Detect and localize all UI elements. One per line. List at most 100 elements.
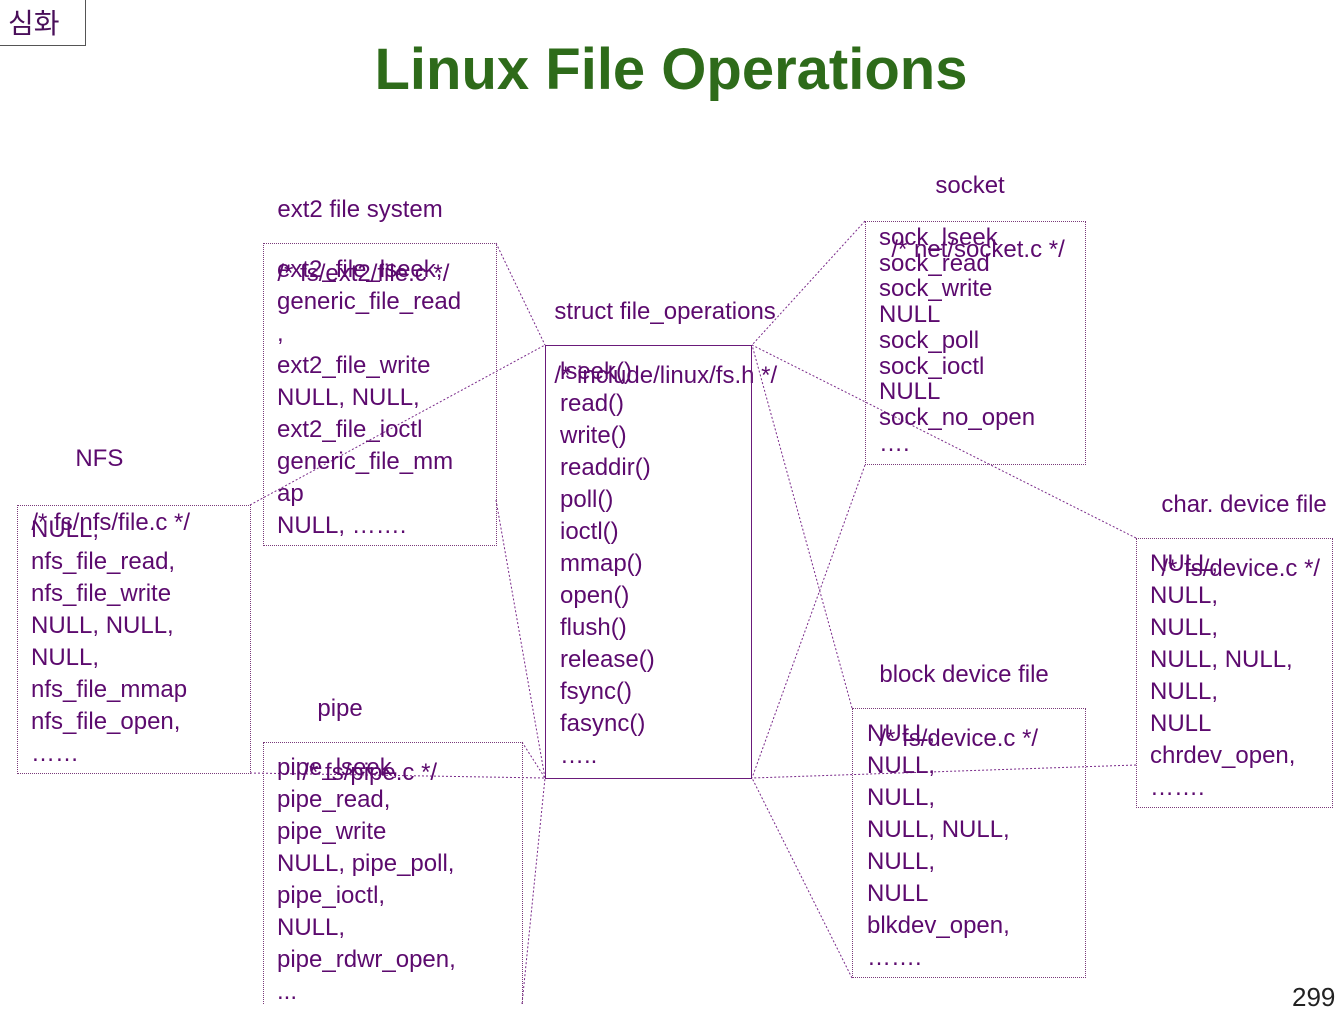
page-title: Linux File Operations <box>374 37 968 102</box>
center-label-name: struct file_operations <box>554 298 776 325</box>
center-item: open() <box>560 582 630 609</box>
chr-item: NULL, <box>1150 550 1219 577</box>
chr-label: char. device file /* fs/device.c */ <box>1148 457 1327 585</box>
pipe-item: ... <box>277 978 298 1005</box>
ext2-item: , <box>277 320 284 347</box>
pipe-label-name: pipe <box>317 695 363 722</box>
socket-item: sock_poll <box>879 326 980 354</box>
ext2-item: ext2_file_write <box>277 352 431 379</box>
connector-socket-bottom <box>751 464 866 779</box>
socket-item: NULL <box>879 378 941 406</box>
ext2-item: ext2_file_ioctl <box>277 416 423 443</box>
connector-chr-bottom <box>751 764 1137 779</box>
connector-block-top <box>751 344 853 709</box>
ext2-label-path: /* fs/ext2/file.c */ <box>277 260 450 287</box>
page-number: 299 <box>1292 982 1336 1012</box>
center-item: readdir() <box>560 454 651 481</box>
center-item: fsync() <box>560 678 632 705</box>
block-label: block device file /* fs/device.c */ <box>866 627 1049 755</box>
char-device-operations-box: NULL, NULL, NULL, NULL, NULL, NULL, NULL chrde… <box>1136 538 1333 808</box>
ext2-item: NULL, NULL, <box>277 384 420 411</box>
ext2-item: ext2_file_lseek, <box>277 256 443 283</box>
block-label-path: /* fs/device.c */ <box>879 725 1039 752</box>
chr-item: chrdev_open, <box>1150 742 1296 769</box>
connector-block-bottom <box>751 777 853 979</box>
center-item: write() <box>560 422 627 449</box>
block-item: NULL, <box>867 848 936 875</box>
block-item: NULL, <box>867 784 936 811</box>
pipe-item: NULL, pipe_poll, <box>277 850 455 877</box>
center-item: ioctl() <box>560 518 619 545</box>
nfs-item: NULL, <box>31 644 100 671</box>
block-item: NULL, <box>867 720 936 747</box>
nfs-label-path: /* fs/nfs/file.c */ <box>31 509 191 536</box>
file-operations-box: lseek() read() write() readdir() poll() ioctl… <box>545 345 752 779</box>
pipe-item: pipe_rdwr_open, <box>277 946 456 973</box>
center-item: flush() <box>560 614 627 641</box>
center-item: read() <box>560 390 625 417</box>
ext2-operations-box: ext2_file_lseek, generic_file_read, ext2_f… <box>263 243 497 546</box>
chr-item: NULL, <box>1150 678 1219 705</box>
nfs-item: nfs_file_open, <box>31 708 181 735</box>
block-item: NULL, NULL, <box>867 816 1010 843</box>
center-label: struct file_operations /* include/linux/… <box>541 264 777 392</box>
chr-label-name: char. device file <box>1161 491 1327 518</box>
ext2-item: generic_file_read <box>277 288 462 315</box>
socket-item: sock_read <box>879 249 990 277</box>
center-item: release() <box>560 646 655 673</box>
connector-pipe-top <box>521 741 546 779</box>
block-item: ……. <box>867 944 922 971</box>
center-item: poll() <box>560 486 614 513</box>
ext2-item: generic_file_mm <box>277 448 454 475</box>
center-item: lseek() <box>560 358 633 385</box>
socket-item: sock_lseek <box>879 224 998 251</box>
nfs-item: NULL, <box>31 516 100 543</box>
socket-label-name: socket <box>935 172 1005 199</box>
pipe-item: pipe_ioctl, <box>277 882 386 909</box>
chr-label-path: /* fs/device.c */ <box>1161 555 1321 582</box>
pipe-label-path: /* fs/pipe.c */ <box>302 759 438 786</box>
center-item: mmap() <box>560 550 643 577</box>
pipe-item: pipe_write <box>277 818 387 845</box>
connector-nfs-bottom <box>249 772 546 779</box>
chr-item: NULL <box>1150 710 1212 737</box>
nfs-item: nfs_file_read, <box>31 548 176 575</box>
center-label-path: /* include/linux/fs.h */ <box>554 362 778 389</box>
ext2-item: NULL, ……. <box>277 512 407 539</box>
connector-ext2-bottom <box>495 499 546 779</box>
nfs-label-name: NFS <box>75 445 124 472</box>
block-label-name: block device file <box>879 661 1049 688</box>
center-item: ….. <box>560 742 598 769</box>
pipe-item: NULL, <box>277 914 346 941</box>
pipe-item: pipe_lseek, <box>277 754 399 781</box>
ext2-item: ap <box>277 480 304 507</box>
block-item: NULL, <box>867 752 936 779</box>
center-item: fasync() <box>560 710 646 737</box>
block-item: blkdev_open, <box>867 912 1010 939</box>
nfs-item: …… <box>31 740 79 767</box>
chr-item: ……. <box>1150 774 1205 801</box>
chr-item: NULL, NULL, <box>1150 646 1293 673</box>
connector-pipe-bottom <box>521 777 546 1004</box>
chr-item: NULL, <box>1150 582 1219 609</box>
advanced-tag: 심화 <box>0 0 86 46</box>
nfs-item: nfs_file_mmap <box>31 676 188 703</box>
socket-item: …. <box>879 429 910 457</box>
socket-item: sock_no_open <box>879 403 1036 431</box>
pipe-label: pipe /* fs/pipe.c */ <box>289 661 437 789</box>
socket-label-path: /* net/socket.c */ <box>891 236 1065 263</box>
nfs-item: nfs_file_write <box>31 580 172 607</box>
socket-item: sock_ioctl <box>879 352 985 380</box>
block-device-operations-box: NULL, NULL, NULL, NULL, NULL, NULL, NULL blkde… <box>852 708 1086 978</box>
nfs-label: NFS /* fs/nfs/file.c */ <box>18 411 190 539</box>
block-item: NULL <box>867 880 929 907</box>
nfs-item: NULL, NULL, <box>31 612 174 639</box>
socket-item: NULL <box>879 301 941 329</box>
ext2-label: ext2 file system /* fs/ext2/file.c */ <box>264 162 449 290</box>
ext2-label-name: ext2 file system <box>277 196 443 223</box>
chr-item: NULL, <box>1150 614 1219 641</box>
